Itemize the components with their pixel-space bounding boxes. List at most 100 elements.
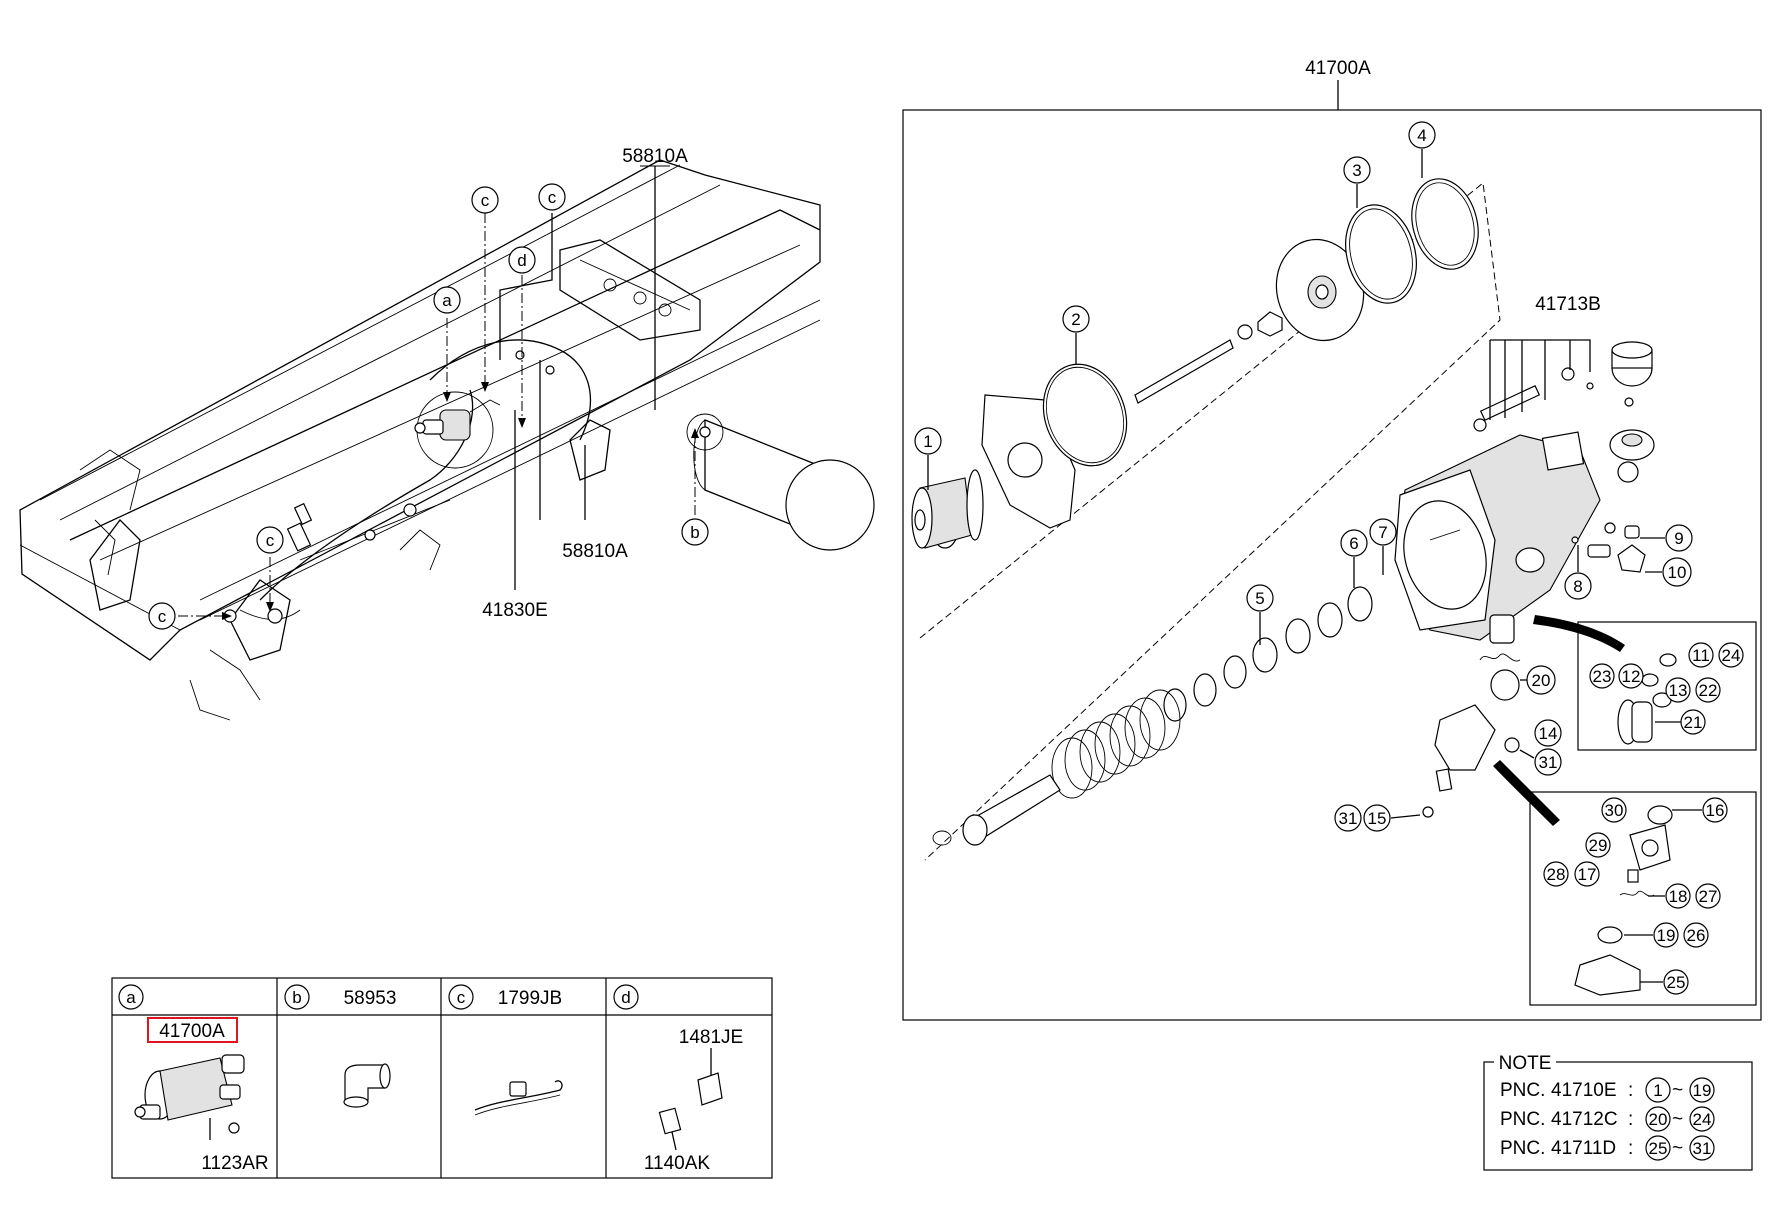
main-spring [1051, 689, 1181, 799]
svg-text:41712C: 41712C [1551, 1109, 1618, 1130]
svg-text:PNC.: PNC. [1500, 1138, 1545, 1159]
label-41830E: 41830E [482, 600, 548, 621]
exploded-parts: 41713B [911, 178, 1655, 846]
svg-text:13: 13 [1669, 681, 1688, 700]
note-row-1: PNC. 41710E : 1 ~ 19 [1500, 1077, 1715, 1103]
callout-ref-c3: c [256, 526, 284, 554]
chassis-frame-drawing [19, 159, 821, 721]
detail-box-lower [1529, 791, 1757, 1006]
bubble-2: 2 [1062, 305, 1090, 365]
bubble-8: 8 [1564, 545, 1592, 600]
legend-part-1481JE: 1481JE [679, 1027, 743, 1048]
bubble-6: 6 [1340, 529, 1368, 588]
svg-text:20: 20 [1532, 671, 1551, 690]
note-row-3: PNC. 41711D : 25 ~ 31 [1500, 1135, 1715, 1161]
svg-text:a: a [126, 988, 136, 1007]
bubble-14: 14 [1534, 719, 1562, 747]
svg-text:31: 31 [1693, 1139, 1712, 1158]
cable-tie-thumbnail [474, 1080, 563, 1116]
svg-text:14: 14 [1539, 724, 1558, 743]
legend-cell-d: d 1481JE 1140AK [613, 984, 743, 1174]
svg-text:18: 18 [1669, 887, 1688, 906]
svg-text:d: d [621, 988, 630, 1007]
svg-text:c: c [158, 607, 167, 626]
svg-text:31: 31 [1539, 753, 1558, 772]
label-41713B: 41713B [1535, 294, 1601, 315]
svg-text:c: c [457, 988, 466, 1007]
svg-text:c: c [481, 191, 490, 210]
clip-bolt-thumbnail [658, 1048, 723, 1151]
svg-text:11: 11 [1692, 646, 1710, 665]
note-box: NOTE PNC. 41710E : 1 ~ 19 PNC. 41712C : … [1483, 1052, 1753, 1171]
svg-text:5: 5 [1255, 589, 1264, 608]
svg-text:25: 25 [1667, 973, 1686, 992]
note-row-2: PNC. 41712C : 20 ~ 24 [1500, 1106, 1715, 1132]
svg-text:b: b [690, 523, 699, 542]
svg-text:12: 12 [1622, 667, 1641, 686]
svg-text:~: ~ [1672, 1138, 1683, 1159]
svg-text:28: 28 [1547, 865, 1566, 884]
svg-text:16: 16 [1706, 801, 1725, 820]
svg-text:41711D: 41711D [1551, 1138, 1616, 1159]
note-title: NOTE [1499, 1053, 1552, 1074]
svg-text:27: 27 [1699, 887, 1718, 906]
svg-text:41710E: 41710E [1551, 1080, 1617, 1101]
svg-text:1: 1 [1653, 1081, 1662, 1100]
legend-cell-b: b 58953 [284, 984, 397, 1108]
bubble-31-left: 31 [1334, 804, 1362, 832]
svg-text:~: ~ [1672, 1109, 1683, 1130]
svg-text:~: ~ [1672, 1080, 1683, 1101]
svg-text:2: 2 [1071, 310, 1080, 329]
svg-text:19: 19 [1657, 926, 1676, 945]
svg-text:17: 17 [1578, 865, 1597, 884]
svg-text::: : [1628, 1109, 1633, 1130]
legend-part-1799JB: 1799JB [498, 988, 562, 1009]
bubble-10: 10 [1645, 557, 1692, 587]
svg-text:3: 3 [1352, 161, 1361, 180]
left-leaders [178, 165, 696, 617]
bubble-5: 5 [1246, 584, 1274, 645]
legend-part-1123AR: 1123AR [201, 1153, 268, 1174]
bubble-15: 15 [1363, 804, 1421, 832]
svg-text:24: 24 [1693, 1110, 1712, 1129]
booster-thumbnail [134, 1054, 245, 1140]
callout-ref-d: d [508, 246, 536, 274]
legend-cell-c: c 1799JB [448, 984, 563, 1116]
callout-ref-c2: c [538, 183, 566, 211]
legend-cell-a: a 41700A 1123AR [118, 984, 269, 1174]
svg-text:20: 20 [1649, 1110, 1668, 1129]
svg-text:PNC.: PNC. [1500, 1109, 1545, 1130]
svg-text:29: 29 [1589, 836, 1608, 855]
bubble-9: 9 [1640, 524, 1693, 552]
left-arrowheads [222, 382, 699, 620]
svg-text:21: 21 [1684, 713, 1703, 732]
legend-part-58953: 58953 [344, 988, 397, 1009]
callout-ref-c1: c [471, 186, 499, 214]
bubble-4: 4 [1408, 121, 1436, 178]
svg-text:7: 7 [1378, 523, 1387, 542]
svg-text:10: 10 [1668, 563, 1687, 582]
svg-text:15: 15 [1368, 809, 1387, 828]
svg-text:b: b [292, 988, 301, 1007]
svg-text:26: 26 [1687, 926, 1706, 945]
bubble-1: 1 [914, 427, 942, 490]
svg-text:c: c [548, 188, 557, 207]
svg-text:PNC.: PNC. [1500, 1080, 1545, 1101]
svg-text:24: 24 [1722, 646, 1741, 665]
highlight-box-41700A [147, 1017, 238, 1043]
callout-ref-c4: c [148, 602, 176, 630]
svg-text:1: 1 [923, 432, 932, 451]
booster-on-frame [414, 391, 501, 469]
elbow-fitting-thumbnail [343, 1063, 391, 1108]
svg-text:d: d [517, 251, 526, 270]
exploded-view-frame: 41700A [902, 58, 1762, 1021]
air-lines-drawing [239, 339, 592, 620]
bubble-20: 20 [1520, 665, 1556, 695]
svg-text:6: 6 [1349, 534, 1358, 553]
bubble-7: 7 [1369, 518, 1397, 575]
legend-part-1140AK: 1140AK [644, 1153, 711, 1174]
callout-ref-b: b [681, 518, 709, 546]
callout-ref-a-text: a [442, 291, 452, 310]
